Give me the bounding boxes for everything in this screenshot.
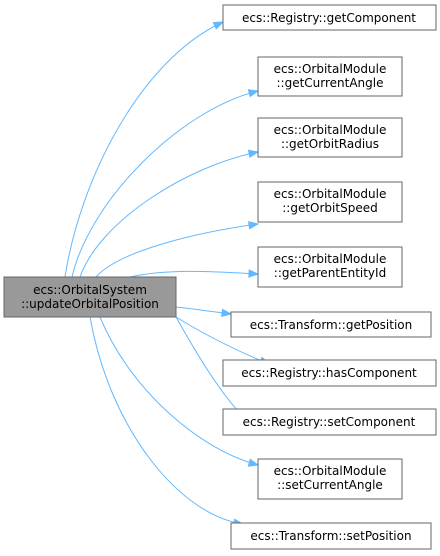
call-edge bbox=[129, 270, 259, 278]
target-node-get-current-angle[interactable]: ecs::OrbitalModule ::getCurrentAngle bbox=[257, 56, 403, 97]
target-node-label-line-1: ecs::OrbitalModule bbox=[274, 464, 387, 478]
target-node-set-position[interactable]: ecs::Transform::setPosition bbox=[230, 522, 432, 550]
target-node-label-line-2: ::setCurrentAngle bbox=[277, 478, 383, 492]
call-edge-arrowhead bbox=[247, 149, 260, 158]
target-node-label-line-1: ecs::OrbitalModule bbox=[274, 187, 387, 201]
call-edge bbox=[71, 90, 259, 278]
call-edge-arrowhead bbox=[248, 269, 260, 278]
call-edge bbox=[95, 223, 259, 278]
target-node-box bbox=[230, 522, 432, 550]
call-edge-arrowhead bbox=[221, 308, 233, 318]
target-node-label: ecs::Transform::getPosition bbox=[250, 318, 413, 332]
call-edge-arrowhead bbox=[247, 89, 260, 98]
target-node-get-parent-entity-id[interactable]: ecs::OrbitalModule ::getParentEntityId bbox=[257, 246, 403, 288]
target-node-box bbox=[257, 117, 403, 158]
call-edge-arrowhead bbox=[248, 221, 260, 230]
source-node-label-line-2: ::updateOrbitalPosition bbox=[21, 297, 159, 311]
call-edge-arrowhead bbox=[212, 21, 225, 30]
target-node-box bbox=[222, 359, 437, 387]
target-node-set-current-angle[interactable]: ecs::OrbitalModule ::setCurrentAngle bbox=[257, 458, 403, 500]
target-node-label-line-2: ::getOrbitRadius bbox=[281, 137, 379, 151]
target-node-box bbox=[222, 408, 437, 436]
source-node-label-line-1: ecs::OrbitalSystem bbox=[33, 283, 147, 297]
source-node[interactable]: ecs::OrbitalSystem ::updateOrbitalPositi… bbox=[3, 276, 177, 318]
target-node-label: ecs::Transform::setPosition bbox=[250, 529, 411, 543]
target-node-get-component[interactable]: ecs::Registry::getComponent bbox=[222, 4, 437, 31]
target-node-box bbox=[257, 181, 403, 223]
call-edge bbox=[99, 316, 259, 466]
target-node-get-orbit-radius[interactable]: ecs::OrbitalModule ::getOrbitRadius bbox=[257, 117, 403, 158]
target-node-get-orbit-speed[interactable]: ecs::OrbitalModule ::getOrbitSpeed bbox=[257, 181, 403, 223]
source-node-box bbox=[3, 276, 177, 318]
target-node-box bbox=[230, 311, 432, 338]
target-node-label-line-1: ecs::OrbitalModule bbox=[274, 123, 387, 137]
target-node-has-component[interactable]: ecs::Registry::hasComponent bbox=[222, 359, 437, 387]
target-node-label-line-1: ecs::OrbitalModule bbox=[274, 252, 387, 266]
call-edge-arrowhead bbox=[247, 458, 260, 467]
target-node-label-line-1: ecs::OrbitalModule bbox=[274, 62, 387, 76]
target-node-label-line-2: ::getCurrentAngle bbox=[276, 76, 383, 90]
target-node-box bbox=[222, 4, 437, 31]
call-edge bbox=[79, 151, 259, 278]
target-node-get-position[interactable]: ecs::Transform::getPosition bbox=[230, 311, 432, 338]
target-node-label: ecs::Registry::setComponent bbox=[243, 415, 416, 429]
target-node-label: ecs::Registry::hasComponent bbox=[241, 366, 417, 380]
edges bbox=[64, 21, 271, 527]
target-node-box bbox=[257, 246, 403, 288]
target-node-label-line-2: ::getParentEntityId bbox=[274, 266, 386, 280]
target-node-label: ecs::Registry::getComponent bbox=[242, 11, 416, 25]
call-edge bbox=[64, 21, 224, 278]
target-node-box bbox=[257, 56, 403, 97]
call-edge bbox=[89, 316, 244, 525]
target-node-set-component[interactable]: ecs::Registry::setComponent bbox=[222, 408, 437, 436]
target-node-box bbox=[257, 458, 403, 500]
target-node-label-line-2: ::getOrbitSpeed bbox=[282, 201, 377, 215]
